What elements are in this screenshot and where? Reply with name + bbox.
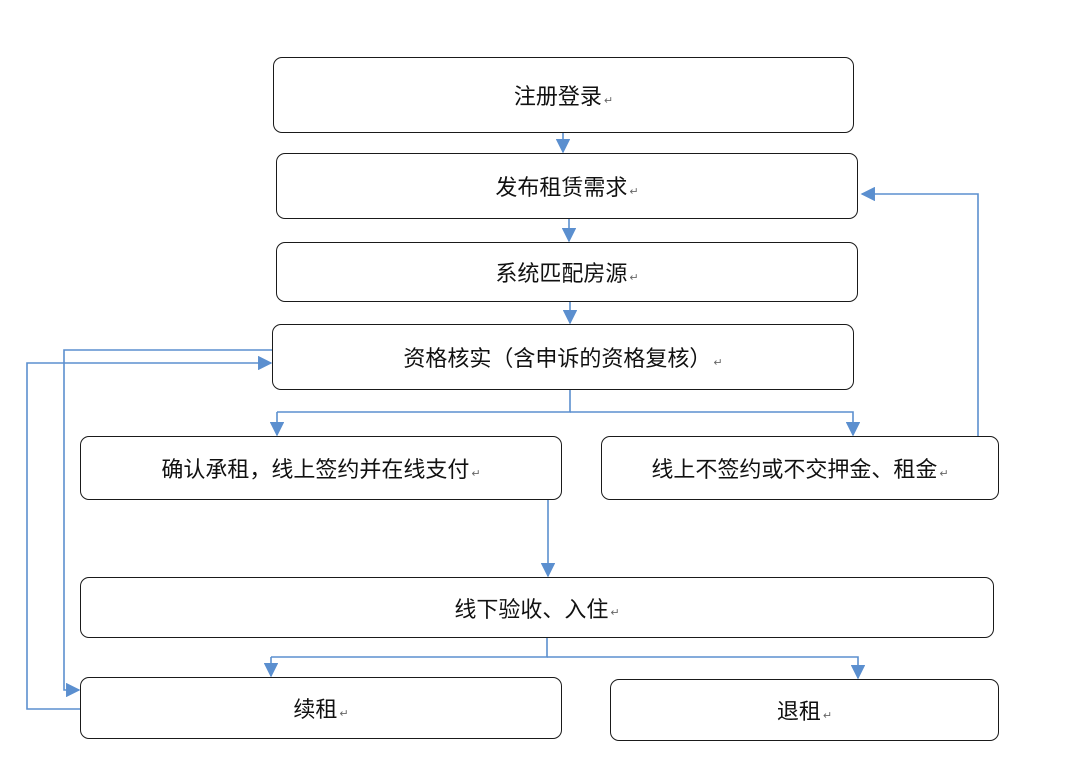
node-terminate-label: 退租 xyxy=(776,700,821,725)
node-renew: 续租↵ xyxy=(80,677,562,739)
paragraph-mark-icon: ↵ xyxy=(629,270,639,284)
node-publish-demand-label: 发布租赁需求 xyxy=(495,176,628,201)
arrow-split-to-not-sign xyxy=(570,411,861,437)
paragraph-mark-icon: ↵ xyxy=(629,184,639,198)
node-system-match: 系统匹配房源↵ xyxy=(276,242,858,302)
node-register-label: 注册登录 xyxy=(513,85,602,110)
node-renew-label: 续租 xyxy=(293,698,338,723)
node-terminate: 退租↵ xyxy=(610,679,999,741)
arrow-split-to-terminate xyxy=(547,656,866,680)
paragraph-mark-icon: ↵ xyxy=(610,606,620,619)
line-verify-split xyxy=(277,390,571,413)
node-register: 注册登录↵ xyxy=(273,57,854,133)
paragraph-mark-icon: ↵ xyxy=(471,466,481,480)
paragraph-mark-icon: ↵ xyxy=(822,708,833,722)
loopback-not-sign-to-publish xyxy=(860,186,979,436)
line-checkin-split xyxy=(271,638,548,658)
node-publish-demand: 发布租赁需求↵ xyxy=(276,153,858,219)
node-qualification-check: 资格核实（含申诉的资格复核）↵ xyxy=(272,324,854,390)
loopback-renew-to-verify xyxy=(26,355,273,710)
loopback-verify-to-renew xyxy=(63,349,272,698)
paragraph-mark-icon: ↵ xyxy=(939,466,949,480)
node-confirm-rent: 确认承租，线上签约并在线支付↵ xyxy=(80,436,562,500)
node-system-match-label: 系统匹配房源 xyxy=(495,262,628,287)
node-confirm-rent-label: 确认承租，线上签约并在线支付 xyxy=(161,458,470,483)
node-checkin: 线下验收、入住↵ xyxy=(80,577,994,638)
paragraph-mark-icon: ↵ xyxy=(713,355,723,369)
paragraph-mark-icon: ↵ xyxy=(603,93,614,107)
paragraph-mark-icon: ↵ xyxy=(339,706,349,720)
node-checkin-label: 线下验收、入住 xyxy=(454,597,609,623)
node-qualification-check-label: 资格核实（含申诉的资格复核） xyxy=(403,347,712,372)
node-not-sign-label: 线上不签约或不交押金、租金 xyxy=(651,458,938,483)
node-not-sign: 线上不签约或不交押金、租金↵ xyxy=(601,436,999,500)
